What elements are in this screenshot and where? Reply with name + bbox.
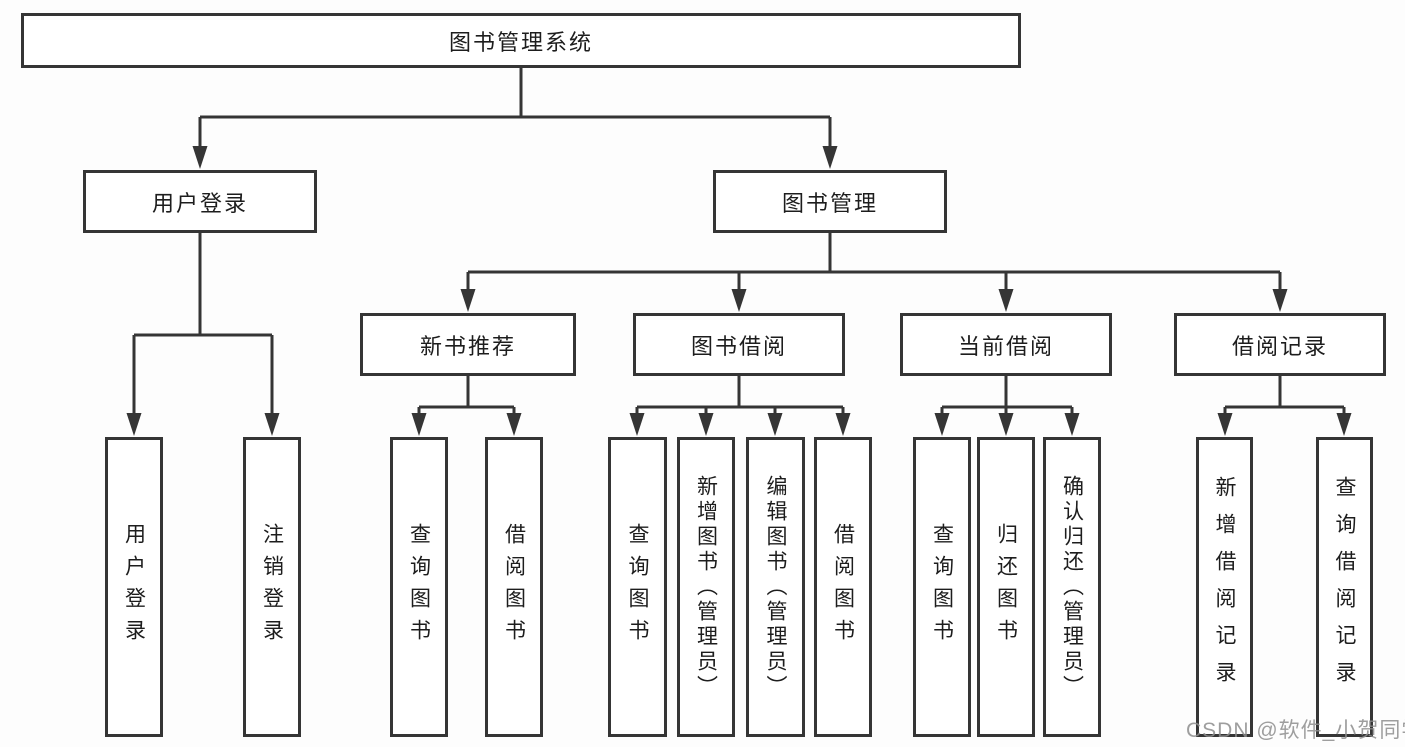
node-label: 图书管理系统: [448, 29, 593, 55]
arrowhead-icon: [264, 413, 280, 436]
node-user-login: 用户登录: [83, 170, 317, 233]
leaf-query-books: 查询图书: [608, 437, 667, 737]
arrowhead-icon: [192, 146, 208, 169]
node-label: 用户登录: [151, 190, 248, 216]
arrowhead-icon: [411, 413, 427, 436]
connector-current-borrow-branch: [940, 376, 1074, 415]
connector-user-login-branch: [132, 233, 274, 415]
arrowhead-icon: [629, 413, 645, 436]
connector-root-to-level2: [198, 68, 832, 148]
leaf-query-books: 查询图书: [390, 437, 448, 737]
node-library-management-system: 图书管理系统: [21, 13, 1021, 68]
leaf-query-borrow-record: 查询借阅记录: [1316, 437, 1373, 737]
node-label: 用户登录: [122, 523, 146, 651]
arrowhead-icon: [506, 413, 522, 436]
arrowhead-icon: [1272, 289, 1288, 312]
node-label: 查询借阅记录: [1333, 476, 1356, 698]
leaf-borrow-books: 借阅图书: [814, 437, 872, 737]
arrowhead-icon: [126, 413, 142, 436]
node-book-management: 图书管理: [713, 170, 947, 233]
csdn-watermark: CSDN @软件_小贺同学: [1186, 719, 1405, 742]
connector-book-mgmt-branch: [466, 233, 1282, 291]
connector-borrow-records-branch: [1223, 376, 1346, 415]
arrowhead-icon: [767, 413, 783, 436]
node-borrowing-records: 借阅记录: [1174, 313, 1386, 376]
node-book-borrowing: 图书借阅: [633, 313, 845, 376]
node-label: 图书借阅: [690, 333, 787, 359]
connector-new-book-branch: [417, 376, 516, 415]
node-label: 新书推荐: [419, 333, 516, 359]
arrowhead-icon: [1217, 413, 1233, 436]
arrowhead-icon: [998, 413, 1014, 436]
arrowhead-icon: [698, 413, 714, 436]
arrowhead-icon: [731, 289, 747, 312]
leaf-user-login: 用户登录: [105, 437, 163, 737]
node-label: 查询图书: [407, 523, 431, 651]
node-label: 查询图书: [626, 523, 649, 651]
node-label: 确认归还（管理员）: [1060, 474, 1084, 700]
leaf-add-borrow-record: 新增借阅记录: [1196, 437, 1253, 737]
node-current-borrowing: 当前借阅: [900, 313, 1112, 376]
connector-book-borrow-branch: [635, 376, 845, 415]
arrowhead-icon: [934, 413, 950, 436]
arrowhead-icon: [460, 289, 476, 312]
node-label: 借阅图书: [831, 523, 855, 651]
leaf-edit-books-admin: 编辑图书（管理员）: [746, 437, 805, 737]
node-label: 归还图书: [994, 523, 1018, 651]
node-new-book-recommend: 新书推荐: [360, 313, 576, 376]
leaf-logout-login: 注销登录: [243, 437, 301, 737]
arrowhead-icon: [822, 146, 838, 169]
arrowhead-icon: [835, 413, 851, 436]
leaf-borrow-books: 借阅图书: [485, 437, 543, 737]
leaf-confirm-return-admin: 确认归还（管理员）: [1043, 437, 1101, 737]
node-label: 借阅图书: [502, 523, 526, 651]
arrowhead-icon: [1336, 413, 1352, 436]
leaf-query-books: 查询图书: [913, 437, 971, 737]
node-label: 借阅记录: [1231, 333, 1328, 359]
leaf-return-books: 归还图书: [977, 437, 1035, 737]
leaf-add-books-admin: 新增图书（管理员）: [677, 437, 735, 737]
node-label: 注销登录: [260, 523, 284, 651]
arrowhead-icon: [1064, 413, 1080, 436]
node-label: 新增图书（管理员）: [694, 474, 718, 700]
node-label: 新增借阅记录: [1213, 476, 1236, 698]
node-label: 查询图书: [930, 523, 954, 651]
node-label: 当前借阅: [957, 333, 1054, 359]
node-label: 图书管理: [781, 190, 878, 216]
arrowhead-icon: [998, 289, 1014, 312]
node-label: 编辑图书（管理员）: [764, 474, 787, 700]
